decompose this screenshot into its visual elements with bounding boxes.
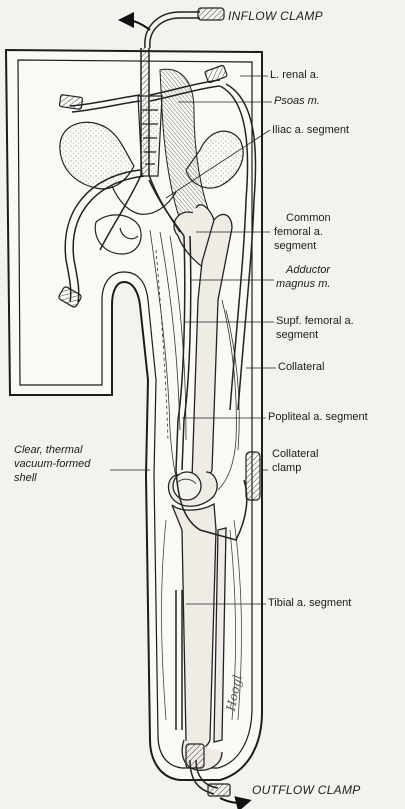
supf-femoral-label-line1: Supf. femoral a. (276, 315, 354, 328)
collateral-clamp-label-line2: clamp (272, 462, 301, 475)
inflow-clamp-label: INFLOW CLAMP (228, 10, 323, 23)
adductor-label-line1: Adductor (286, 264, 330, 277)
shell-label-line1: Clear, thermal (14, 444, 82, 457)
iliac-segment-label: Iliac a. segment (272, 124, 349, 137)
common-femoral-label-line2: femoral a. (274, 226, 323, 239)
common-femoral-label-line1: Common (286, 212, 331, 225)
tibial-label: Tibial a. segment (268, 597, 351, 610)
collateral-clamp-label-line1: Collateral (272, 448, 318, 461)
common-femoral-label-line3: segment (274, 240, 316, 253)
supf-femoral-label-line2: segment (276, 329, 318, 342)
adductor-label-line2: magnus m. (276, 278, 330, 291)
popliteal-label: Popliteal a. segment (268, 411, 368, 424)
collateral-label: Collateral (278, 361, 324, 374)
l-renal-label: L. renal a. (270, 69, 319, 82)
outflow-clamp-label: OUTFLOW CLAMP (252, 784, 361, 797)
psoas-label: Psoas m. (274, 95, 320, 108)
shell-label-line3: shell (14, 472, 37, 485)
shell-label-line2: vacuum-formed (14, 458, 90, 471)
